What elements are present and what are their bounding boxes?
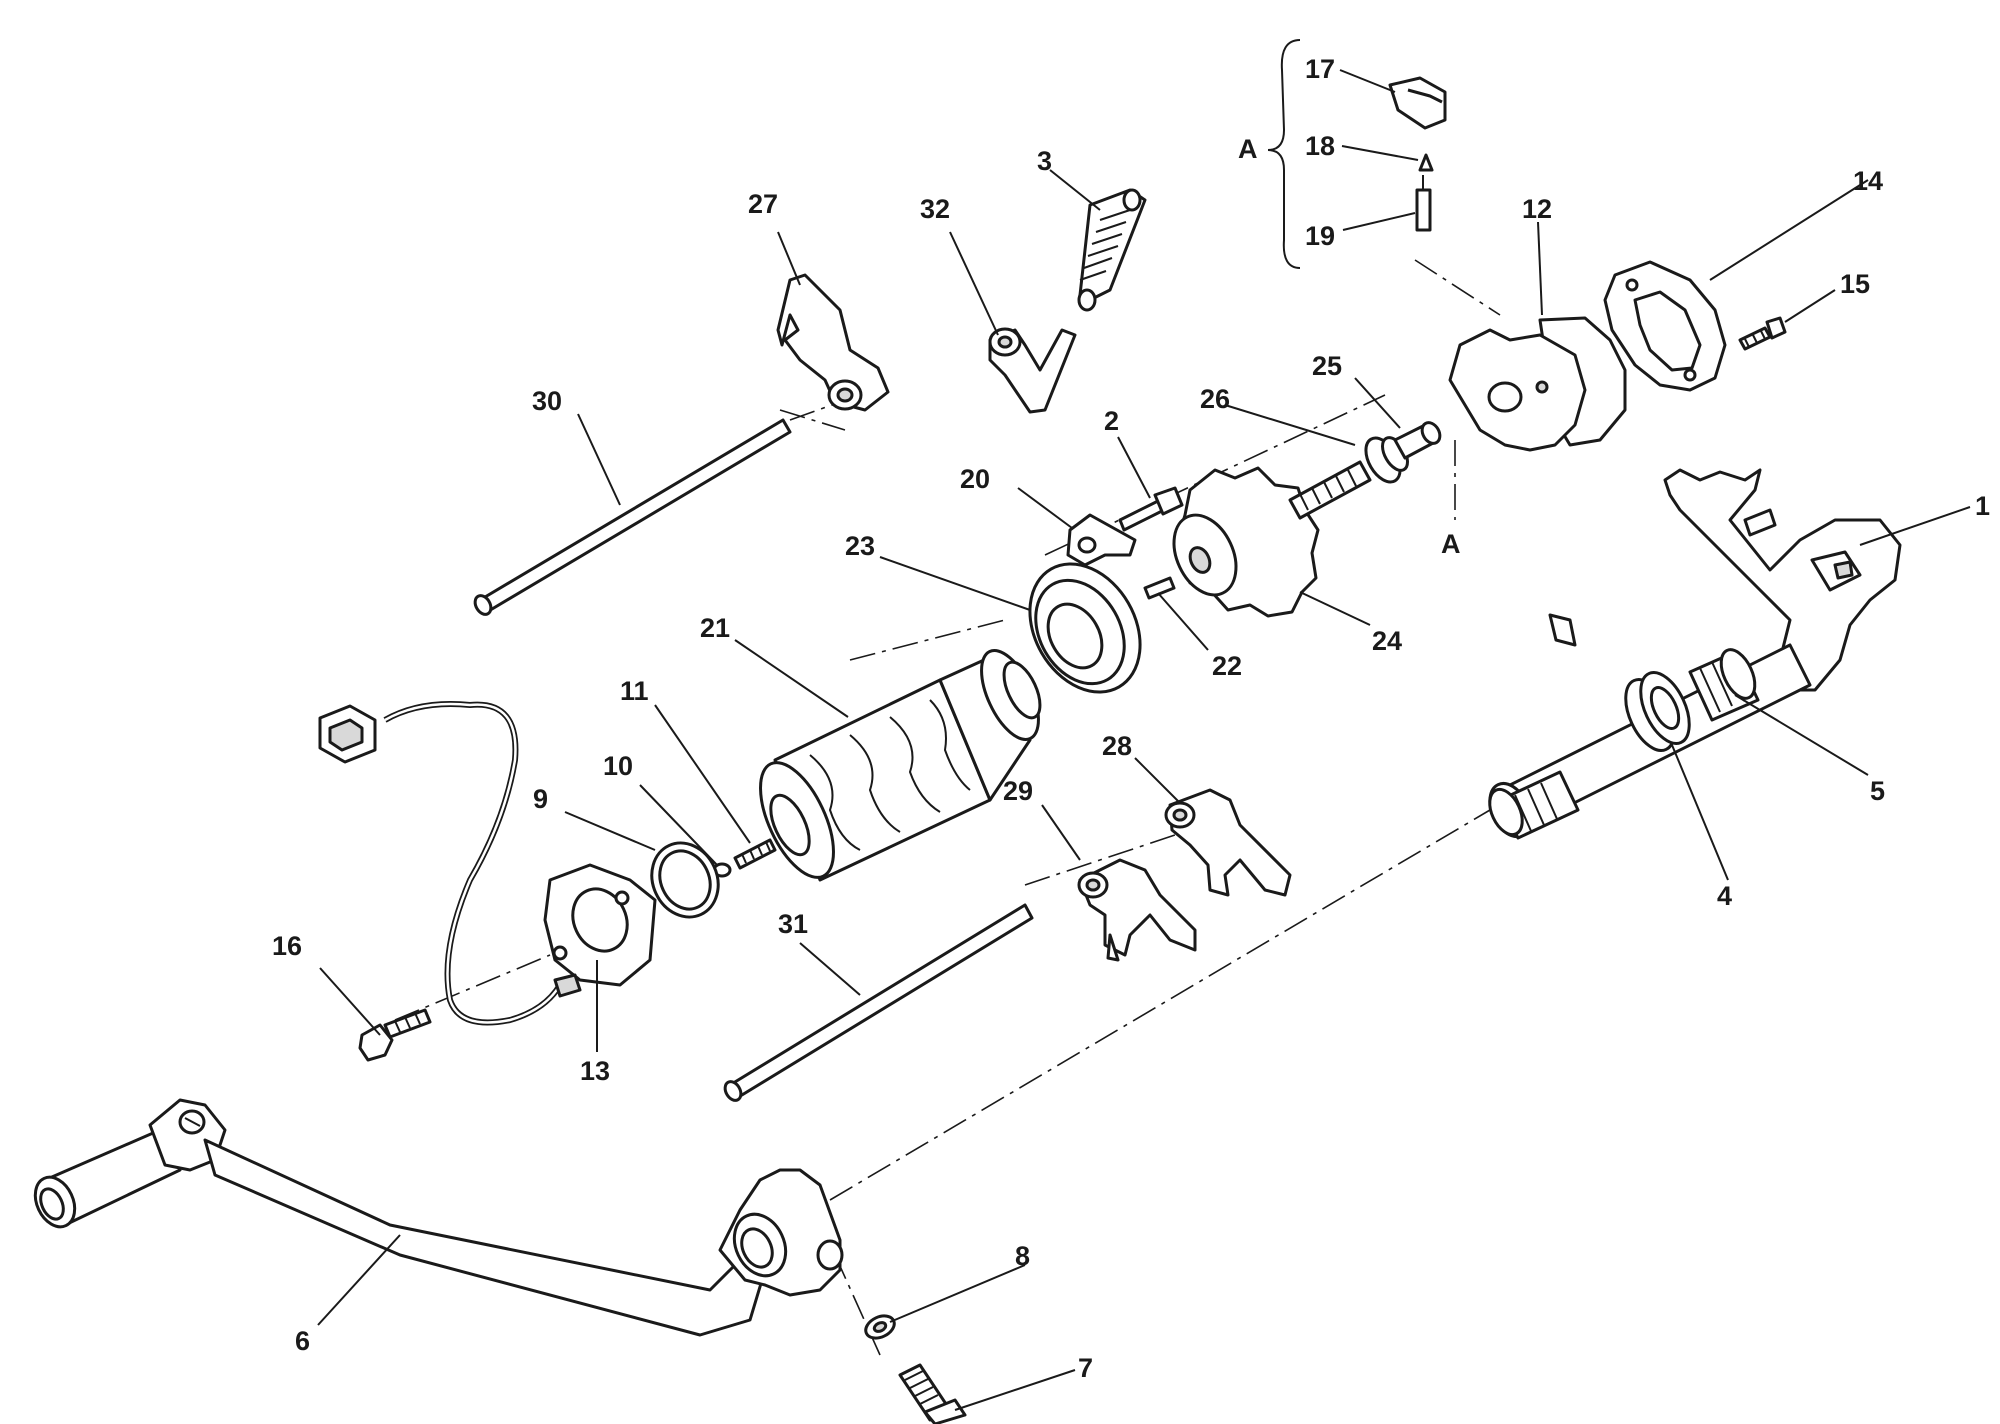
callout-14: 14 <box>1853 166 1883 196</box>
part-13-neutral-switch <box>318 701 657 1026</box>
part-15-screw <box>1738 316 1787 351</box>
part-7-bolt <box>898 1363 967 1424</box>
callout-28: 28 <box>1102 731 1132 761</box>
callout-29: 29 <box>1003 776 1033 806</box>
callout-15: 15 <box>1840 269 1870 299</box>
callout-32: 32 <box>920 194 950 224</box>
callout-16: 16 <box>272 931 302 961</box>
part-24-drum-star <box>1172 466 1320 618</box>
part-3-spring <box>1077 188 1147 312</box>
part-22-pin <box>1143 576 1176 600</box>
part-14-holder-plate <box>1603 260 1727 392</box>
part-5-spline-collar <box>1688 648 1760 722</box>
callout-10: 10 <box>603 751 633 781</box>
part-27-shift-fork <box>776 273 890 412</box>
part-9-o-ring <box>650 841 720 919</box>
part-8-washer <box>864 1314 896 1340</box>
part-20-plate <box>1066 513 1137 567</box>
callout-31: 31 <box>778 909 808 939</box>
leader-lines <box>317 69 1971 1411</box>
part-26-threaded-shaft <box>1288 460 1372 520</box>
callout-26: 26 <box>1200 384 1230 414</box>
part-32-detent-lever <box>988 327 1077 414</box>
callout-8: 8 <box>1015 1241 1030 1271</box>
part-6-shift-pedal <box>33 1098 844 1337</box>
callout-5: 5 <box>1870 776 1885 806</box>
callout-19: 19 <box>1305 221 1335 251</box>
callout-23: 23 <box>845 531 875 561</box>
callout-6: 6 <box>295 1326 310 1356</box>
callout-4: 4 <box>1717 881 1732 911</box>
callout-7: 7 <box>1078 1353 1093 1383</box>
part-31-fork-shaft <box>723 903 1034 1102</box>
callout-25: 25 <box>1312 351 1342 381</box>
callout-21: 21 <box>700 613 730 643</box>
part-4-washers <box>1624 671 1691 752</box>
callout-17: 17 <box>1305 54 1335 84</box>
callout-27: 27 <box>748 189 778 219</box>
part-1-shift-arm <box>1663 468 1902 692</box>
alignment-mark-a: A <box>1441 529 1461 559</box>
part-28-shift-fork <box>1164 788 1292 897</box>
part-21-shift-drum <box>759 649 1042 882</box>
callout-12: 12 <box>1522 194 1552 224</box>
group-a-label: A <box>1238 134 1258 164</box>
part-23-bearing <box>1028 562 1142 694</box>
part-12-cam-plate <box>1448 316 1627 452</box>
callout-9: 9 <box>533 784 548 814</box>
callout-3: 3 <box>1037 146 1052 176</box>
callout-30: 30 <box>532 386 562 416</box>
callout-20: 20 <box>960 464 990 494</box>
part-2-bolt <box>1118 486 1184 532</box>
callout-2: 2 <box>1104 406 1119 436</box>
callout-24: 24 <box>1372 626 1402 656</box>
group-a-detent-parts <box>1267 39 1447 269</box>
part-11-spring <box>733 838 777 870</box>
callout-13: 13 <box>580 1056 610 1086</box>
part-30-fork-shaft <box>473 418 792 616</box>
part-16-bolt <box>358 1008 432 1062</box>
callout-labels: 1 2 3 4 5 6 7 8 9 10 11 12 13 14 15 16 1… <box>272 54 1990 1383</box>
callout-1: 1 <box>1975 491 1990 521</box>
callout-11: 11 <box>620 676 649 706</box>
part-25-shaft-collar <box>1364 421 1442 484</box>
callout-22: 22 <box>1212 651 1242 681</box>
part-29-shift-fork <box>1077 858 1197 962</box>
callout-18: 18 <box>1305 131 1335 161</box>
